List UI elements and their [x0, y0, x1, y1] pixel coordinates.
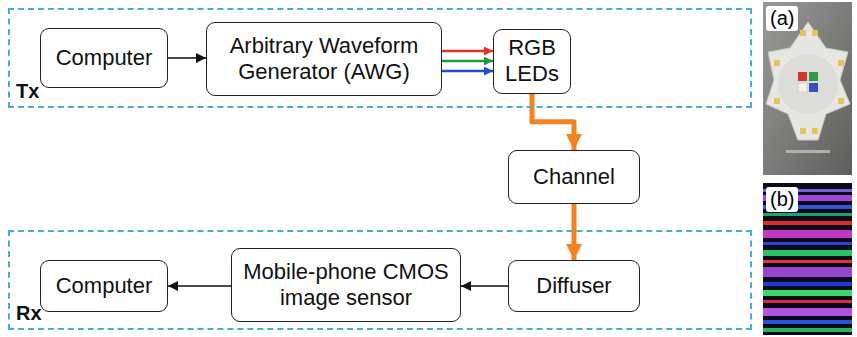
arrow-connector	[461, 285, 508, 287]
panel-label: (a)	[766, 6, 798, 31]
arrow-connector	[532, 94, 574, 151]
arrow-connector	[168, 285, 231, 287]
box-label: Computer	[48, 273, 161, 299]
region-label: Rx	[16, 302, 42, 325]
box-label: Computer	[48, 45, 161, 71]
box-label: Diffuser	[528, 273, 619, 299]
process-box: Arbitrary Waveform Generator (AWG)	[206, 22, 442, 96]
box-label: Arbitrary Waveform Generator (AWG)	[207, 33, 441, 86]
arrow-connector	[442, 50, 493, 53]
process-box: Diffuser	[508, 260, 640, 312]
box-label: Channel	[525, 164, 623, 190]
process-box: Computer	[40, 260, 168, 312]
rx-region: Rx Computer Mobile-phone CMOS image sensor…	[8, 230, 752, 330]
arrow-connector	[572, 204, 577, 260]
process-box: Computer	[40, 28, 168, 88]
process-box: Mobile-phone CMOS image sensor	[231, 248, 461, 322]
arrow-connector	[442, 60, 493, 63]
region-label: Tx	[16, 80, 39, 103]
arrow-connector	[442, 70, 493, 73]
box-label: RGB LEDs	[494, 35, 570, 88]
channel-box: Channel	[508, 150, 640, 204]
panel-label: (b)	[766, 187, 798, 212]
arrow-connector	[168, 57, 206, 59]
received-image-photo	[763, 183, 852, 335]
led-board-photo	[763, 2, 852, 175]
process-box: RGB LEDs	[493, 29, 571, 94]
tx-region: Tx Computer Arbitrary Waveform Generator (…	[8, 8, 752, 108]
box-label: Mobile-phone CMOS image sensor	[232, 259, 460, 312]
